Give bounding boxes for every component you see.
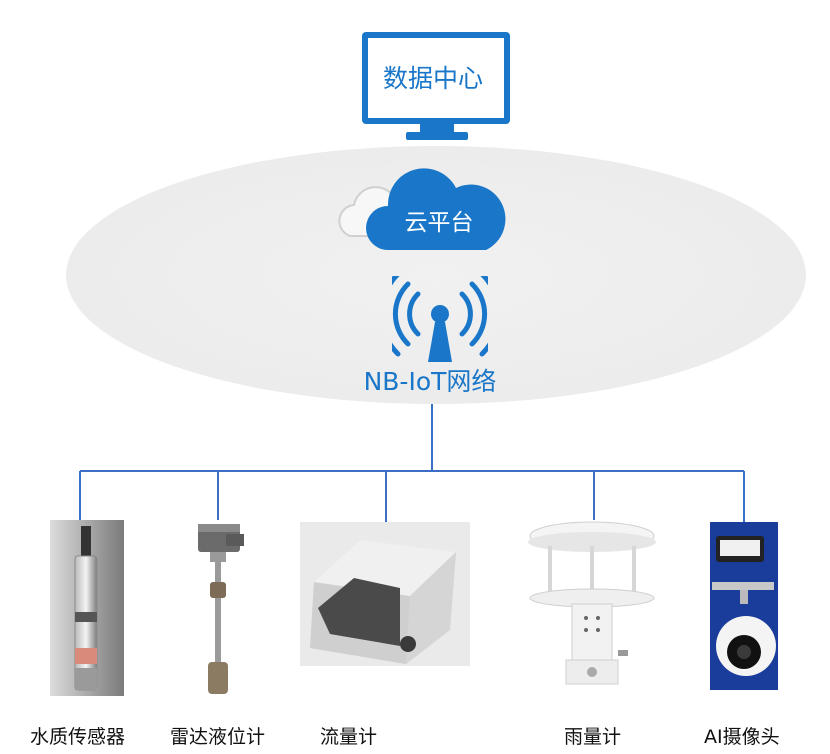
- device-label-rain-gauge: 雨量计: [564, 726, 622, 748]
- data-center-label: 数据中心: [382, 64, 483, 93]
- cloud-icon: [338, 168, 506, 250]
- device-label-radar-level: 雷达液位计: [170, 726, 266, 748]
- water-quality-sensor-image: [50, 520, 124, 696]
- radar-level-gauge-image: [198, 524, 244, 694]
- ai-camera-image: [710, 522, 778, 690]
- device-label-flow-meter: 流量计: [320, 726, 378, 748]
- monitor-icon: [362, 32, 510, 140]
- nb-iot-network-label: NB-IoT网络: [363, 367, 497, 396]
- flow-meter-image: [300, 522, 470, 666]
- device-label-water-quality: 水质传感器: [30, 726, 126, 748]
- signal-tower-icon: [392, 276, 488, 362]
- device-label-ai-camera: AI摄像头: [704, 726, 780, 748]
- cloud-platform-label: 云平台: [404, 210, 474, 236]
- rain-gauge-image: [528, 521, 656, 685]
